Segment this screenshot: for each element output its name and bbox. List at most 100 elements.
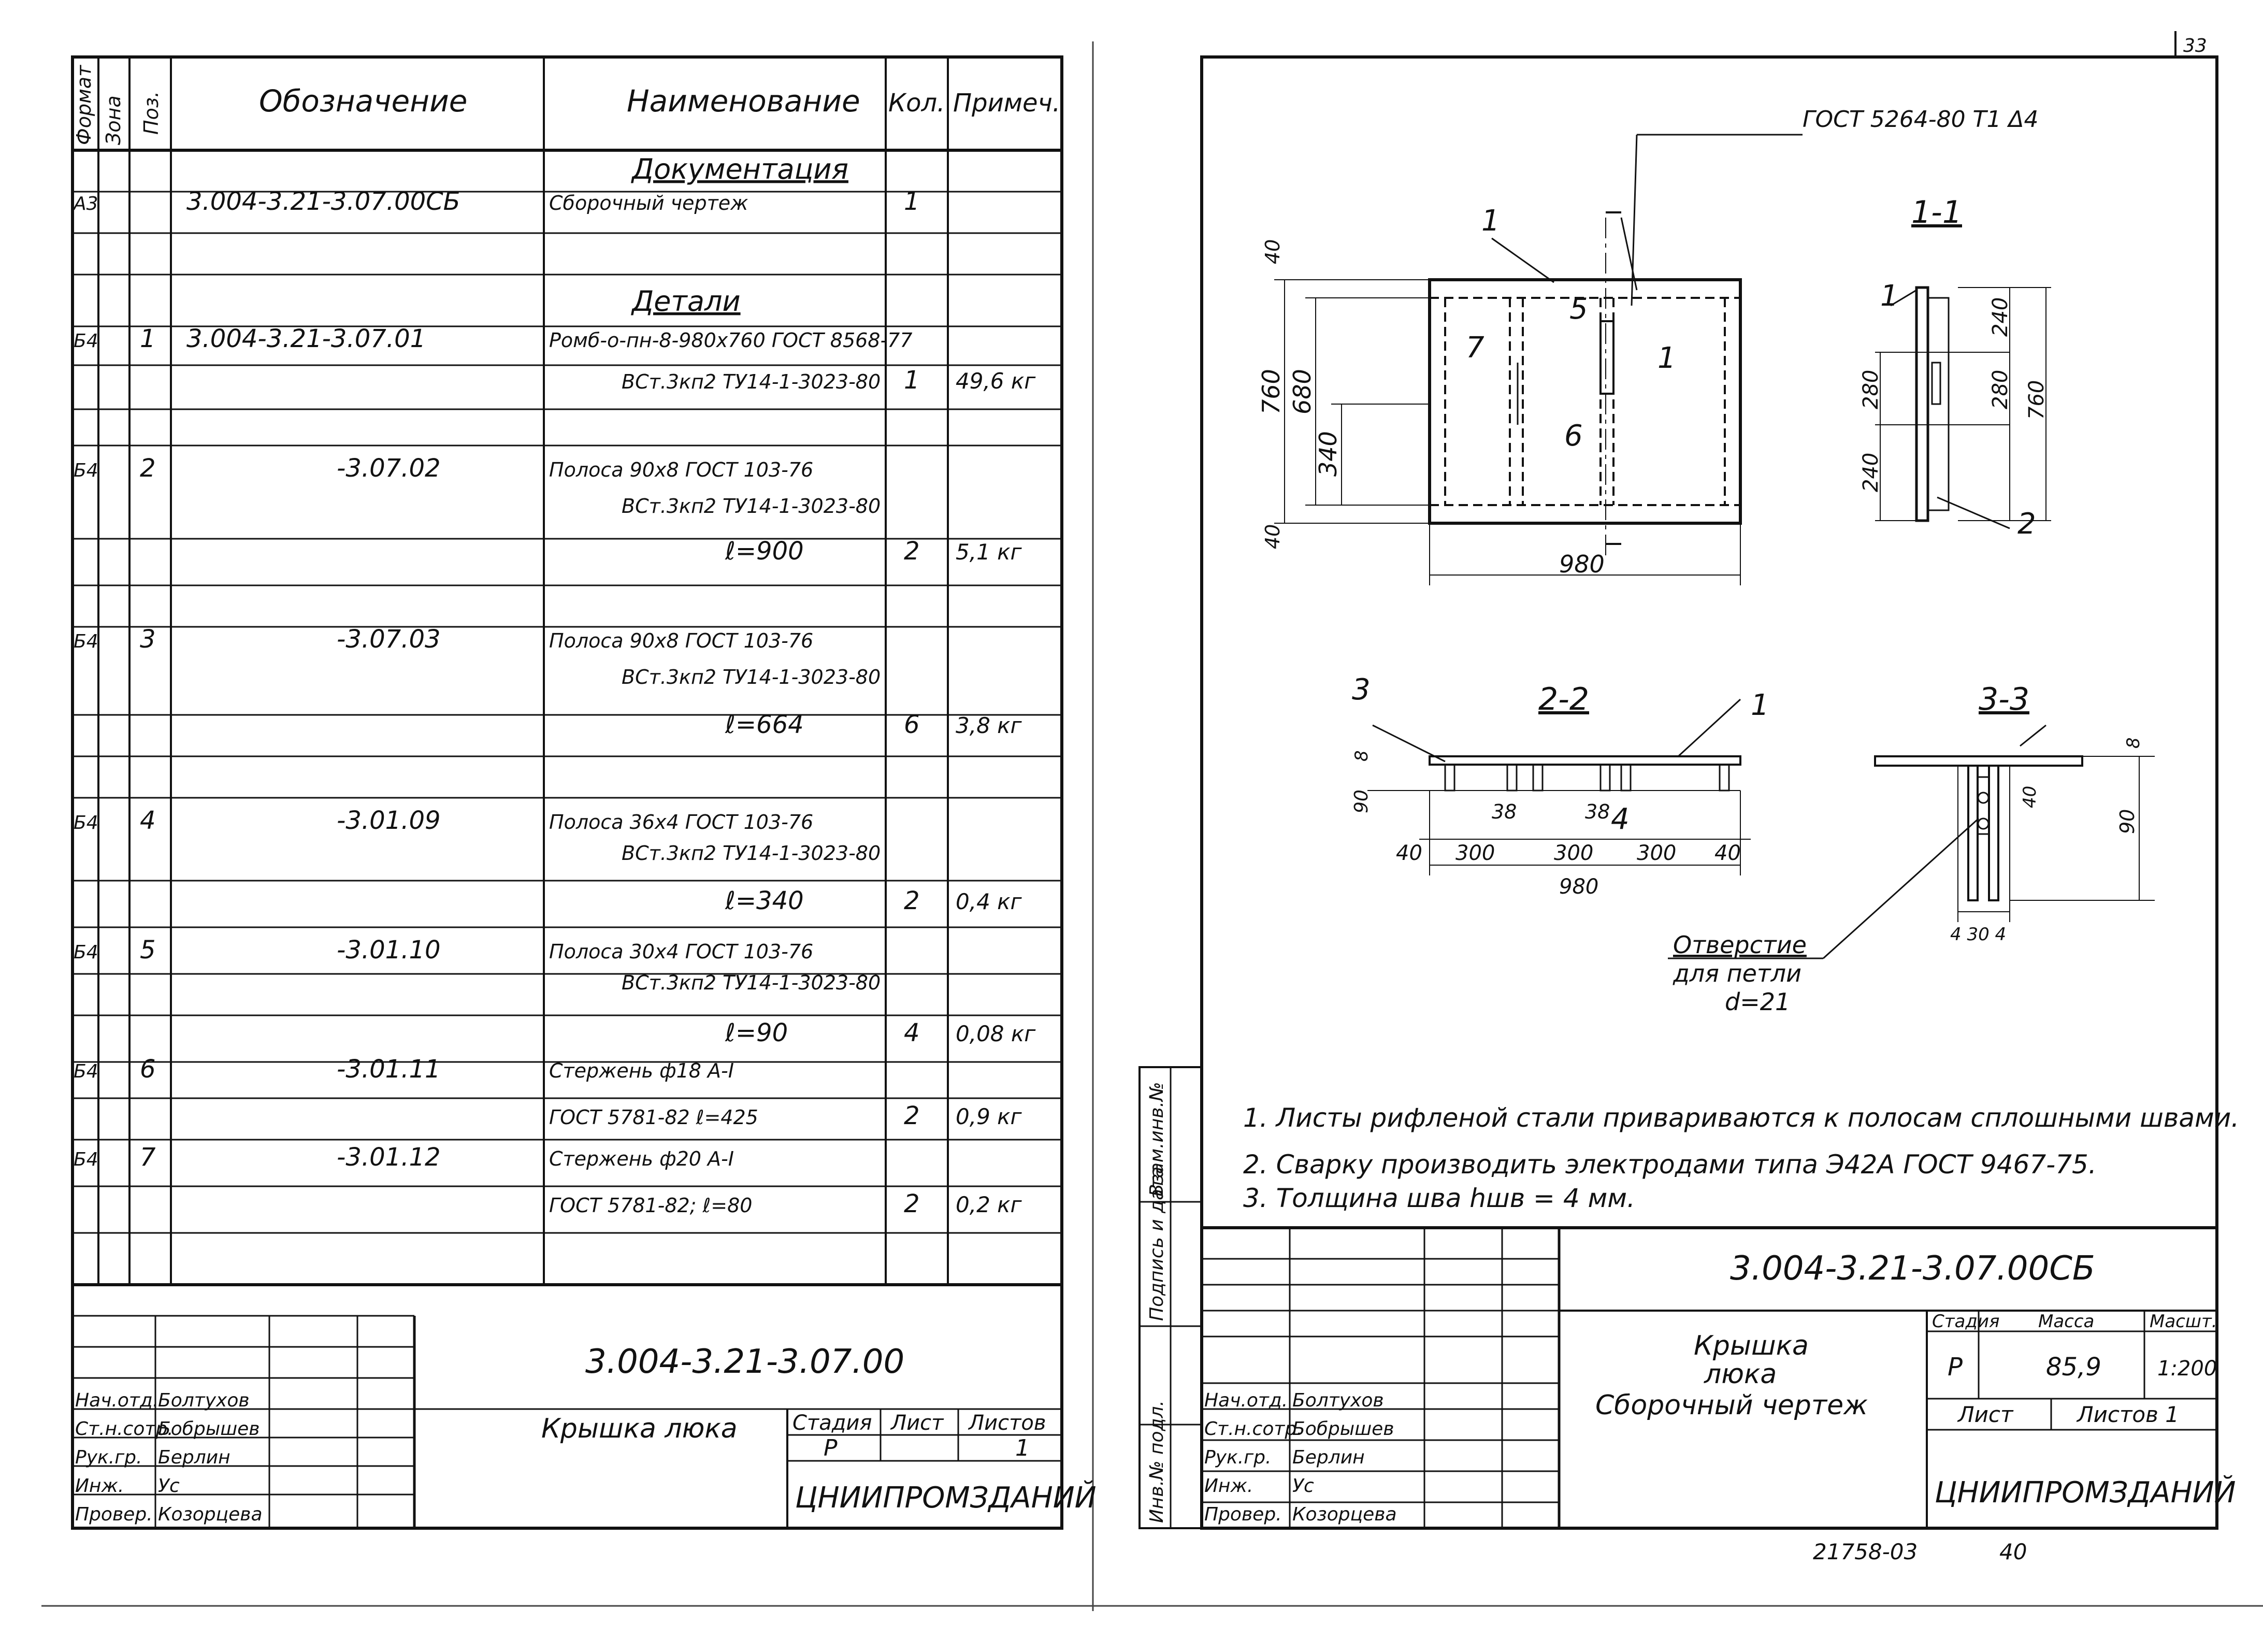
spec-cell-name: Стержень ф20 А-I (549, 1147, 734, 1170)
drawing-scale-h: Масшт. (2150, 1311, 2217, 1332)
spec-cell-des: -3.01.09 (337, 806, 441, 835)
dim22-40a: 40 (1396, 841, 1422, 865)
spec-cell-qty: 2 (904, 1101, 920, 1130)
dim-980: 980 (1559, 550, 1605, 578)
dim33-90: 90 (2116, 809, 2139, 834)
title-role: Ст.н.сотр. (75, 1418, 174, 1440)
label-1-1: 1-1 (1911, 194, 1962, 231)
spec-cell-name: ВСт.3кп2 ТУ14-1-3023-80 (622, 842, 881, 865)
spec-cell-fmt: Б4 (74, 942, 98, 963)
dim22-90: 90 (1351, 789, 1372, 813)
dim-760: 760 (1257, 369, 1285, 414)
spec-cell-note: 3,8 кг (956, 713, 1022, 738)
section-docs: Документация (631, 153, 848, 185)
col-format: Формат (73, 64, 95, 145)
dim11-240a: 240 (1988, 297, 2012, 337)
spec-cell-qty: 1 (904, 366, 920, 395)
title-person: Ус (158, 1475, 180, 1497)
note-2: 2. Сварку производить электродами типа Э… (1243, 1150, 2097, 1180)
spec-cell-pos: 1 (140, 324, 156, 353)
dim22-300c: 300 (1637, 841, 1676, 865)
title-person: Болтухов (1292, 1390, 1384, 1411)
dim-40-top: 40 (1261, 239, 1284, 264)
dim11-760: 760 (2025, 380, 2049, 420)
col-designation: Обозначение (259, 83, 467, 119)
spec-cell-fmt: Б4 (74, 812, 98, 834)
spec-cell-name: ℓ=90 (725, 1018, 788, 1047)
dim-340: 340 (1314, 431, 1342, 477)
title-role: Нач.отд. (75, 1390, 158, 1411)
dim-680: 680 (1288, 369, 1316, 414)
spec-cell-fmt: Б4 (74, 631, 98, 652)
pos-mark-3: 3 (1352, 673, 1371, 707)
hole-label-2: для петли (1673, 959, 1801, 987)
plan-view (1274, 134, 1803, 585)
spec-cell-name: ВСт.3кп2 ТУ14-1-3023-80 (622, 370, 881, 393)
spec-cell-name: ГОСТ 5781-82 ℓ=425 (549, 1106, 758, 1129)
pos-mark-1c: 1 (1880, 279, 1899, 313)
col-name: Наименование (627, 83, 860, 119)
spec-stage: Р (824, 1435, 838, 1461)
spec-cell-pos: 4 (140, 806, 156, 835)
title-role: Провер. (75, 1504, 153, 1525)
label-2-2: 2-2 (1538, 681, 1589, 717)
section-parts: Детали (631, 285, 741, 318)
title-person: Бобрышев (1292, 1418, 1394, 1440)
spec-cell-pos: 6 (140, 1055, 156, 1084)
pos-mark-2: 2 (2017, 507, 2036, 541)
drawing-mass: 85,9 (2046, 1353, 2101, 1382)
spec-cell-fmt: Б4 (74, 1149, 98, 1170)
pos-mark-7: 7 (1466, 331, 1484, 365)
side-inv-orig: Взам.инв.№ (1146, 1082, 1167, 1197)
spec-cell-name: ℓ=340 (725, 886, 804, 915)
spec-cell-note: 5,1 кг (956, 539, 1022, 565)
title-person: Берлин (158, 1447, 230, 1468)
col-pos: Поз. (140, 91, 163, 135)
spec-cell-qty: 4 (904, 1018, 920, 1047)
drawing-name-1: Крышка (1694, 1330, 1809, 1361)
title-person: Ус (1292, 1475, 1314, 1497)
spec-cell-qty: 2 (904, 1189, 920, 1218)
note-1: 1. Листы рифленой стали привариваются к … (1243, 1103, 2239, 1133)
spec-cell-note: 0,4 кг (956, 889, 1022, 914)
spec-cell-des: 3.004-3.21-3.07.00СБ (186, 187, 460, 216)
spec-cell-des: 3.004-3.21-3.07.01 (186, 324, 426, 353)
pos-mark-1d: 1 (1751, 688, 1769, 722)
spec-cell-qty: 1 (904, 187, 920, 216)
spec-org: ЦНИИПРОМЗДАНИЙ (795, 1481, 1097, 1515)
hole-label-1: Отверстие (1673, 931, 1807, 959)
spec-cell-pos: 2 (140, 454, 156, 483)
dim22-300a: 300 (1455, 841, 1495, 865)
title-role: Нач.отд. (1204, 1390, 1288, 1411)
spec-cell-name: ℓ=900 (725, 537, 804, 566)
section-1-1 (1875, 286, 2051, 529)
title-role: Рук.гр. (1204, 1447, 1271, 1468)
spec-cell-note: 0,9 кг (956, 1104, 1022, 1129)
spec-code: 3.004-3.21-3.07.00 (585, 1343, 904, 1381)
title-role: Ст.н.сотр. (1204, 1418, 1303, 1440)
spec-cell-name: ВСт.3кп2 ТУ14-1-3023-80 (622, 971, 881, 994)
title-person: Болтухов (158, 1390, 250, 1411)
spec-sheet-h: Лист (890, 1411, 944, 1435)
title-person: Бобрышев (158, 1418, 260, 1440)
spec-cell-note: 49,6 кг (956, 368, 1036, 394)
spec-cell-des: -3.01.10 (337, 936, 441, 965)
spec-sheets: 1 (1015, 1435, 1030, 1461)
spec-cell-des: -3.07.03 (337, 625, 441, 654)
drawing-scale: 1:200 (2157, 1357, 2217, 1381)
dim11-280a: 280 (1859, 370, 1883, 409)
spec-cell-name: Полоса 90х8 ГОСТ 103-76 (549, 629, 813, 652)
drawing-mass-h: Масса (2038, 1311, 2094, 1332)
title-person: Козорцева (1292, 1504, 1397, 1525)
hole-label-3: d=21 (1725, 988, 1790, 1016)
spec-cell-fmt: Б4 (74, 460, 98, 481)
section-3-3 (1668, 724, 2155, 959)
spec-cell-pos: 3 (140, 625, 156, 654)
footer-number: 21758-03 (1813, 1539, 1918, 1564)
dim22-38a: 38 (1492, 800, 1517, 823)
dim33-434: 4 30 4 (1950, 924, 2006, 945)
dim22-38b: 38 (1585, 800, 1610, 823)
spec-cell-des: -3.01.11 (337, 1055, 441, 1084)
spec-cell-fmt: Б4 (74, 1061, 98, 1082)
